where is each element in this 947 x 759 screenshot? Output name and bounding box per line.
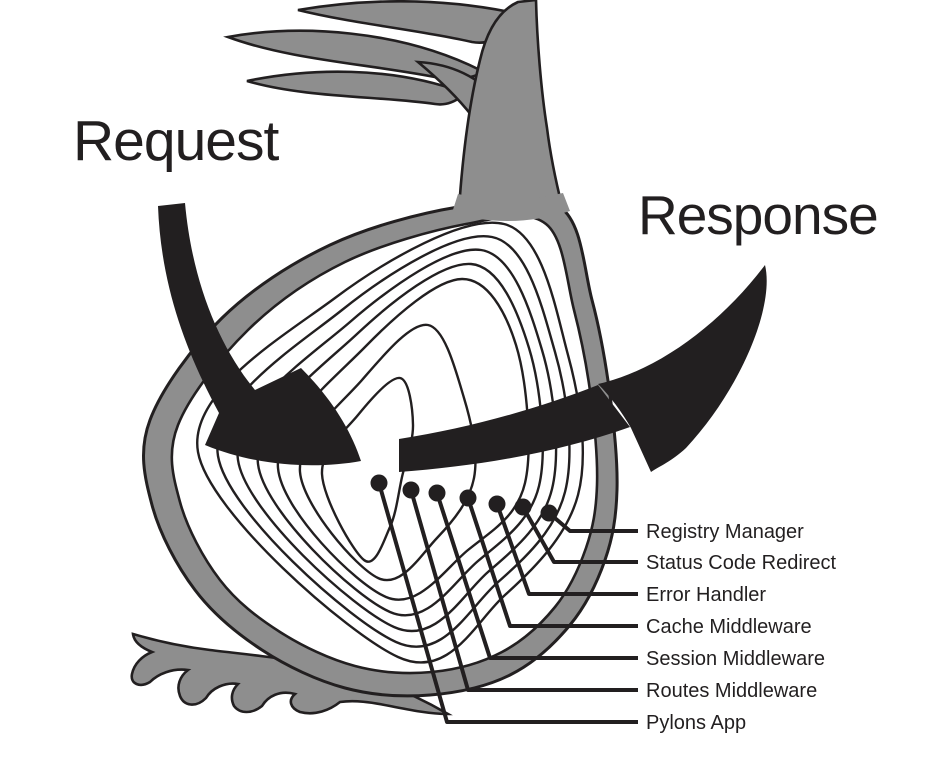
layer-dot	[428, 484, 446, 502]
layer-label: Error Handler	[646, 584, 766, 606]
layer-label: Session Middleware	[646, 648, 825, 670]
onion-ring	[298, 323, 477, 582]
layer-leader-line	[377, 482, 638, 724]
layer-label: Routes Middleware	[646, 680, 817, 702]
onion-ring	[236, 248, 558, 633]
onion-ring	[196, 221, 585, 664]
layer-callout: Cache Middleware	[459, 489, 812, 638]
layer-callout: Pylons App	[370, 474, 746, 734]
layer-dot	[540, 504, 558, 522]
layer-callout: Registry Manager	[540, 504, 804, 543]
onion-layers	[196, 221, 585, 664]
layer-label: Status Code Redirect	[646, 552, 837, 574]
layer-leader-line	[409, 489, 638, 692]
layer-callout: Session Middleware	[428, 484, 825, 670]
layer-dot	[514, 498, 532, 516]
layer-leader-line	[466, 497, 638, 628]
onion-ring	[216, 235, 571, 648]
layer-callout: Error Handler	[488, 495, 766, 606]
onion-ring	[320, 376, 415, 563]
onion-ring	[276, 277, 530, 601]
response-label: Response	[638, 184, 878, 246]
stem-bulb-joint	[452, 193, 570, 222]
layer-label: Registry Manager	[646, 521, 804, 543]
response-arrow-band	[399, 385, 630, 472]
request-arrow	[158, 203, 361, 466]
layer-callout: Status Code Redirect	[514, 498, 837, 574]
layer-label: Cache Middleware	[646, 616, 812, 638]
layer-leader-line	[495, 503, 638, 596]
layer-dot	[370, 474, 388, 492]
layer-callout: Routes Middleware	[402, 481, 817, 702]
layer-dot	[488, 495, 506, 513]
request-label: Request	[73, 109, 279, 173]
layer-leader-line	[521, 506, 638, 564]
layer-leader-line	[547, 511, 638, 533]
layer-dot	[459, 489, 477, 507]
onion-ring	[256, 262, 544, 617]
response-arrow-head	[598, 265, 767, 472]
onion-leaf-lower	[246, 70, 464, 106]
layer-label: Pylons App	[646, 712, 746, 734]
layer-leader-line	[435, 492, 638, 660]
layer-dot	[402, 481, 420, 499]
